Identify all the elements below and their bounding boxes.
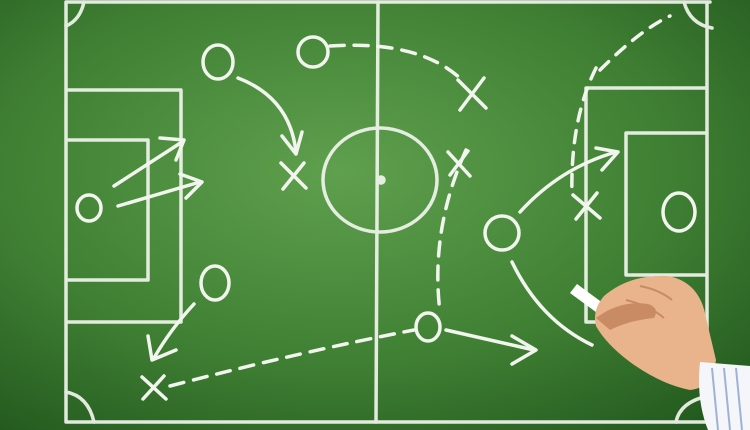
corner-arc-top-left <box>64 0 86 28</box>
left-penalty-area <box>66 88 183 324</box>
player-circle-goalkeeper-right <box>661 191 697 233</box>
run-arrow-right-down <box>510 260 594 347</box>
cross-marker-bottom-left <box>140 374 168 401</box>
cross-marker-right-box <box>571 191 602 221</box>
halfway-line <box>374 0 380 424</box>
run-arrow-top-left <box>236 76 298 154</box>
run-arrow-left-down <box>152 302 196 360</box>
center-circle <box>321 126 439 234</box>
player-circles <box>75 35 697 343</box>
player-circle-bottom-center <box>414 311 442 343</box>
player-circle-top-left <box>201 43 235 81</box>
right-goal-area <box>624 131 707 277</box>
run-arrow-bottom-right <box>444 328 536 352</box>
corner-arc-bottom-left <box>64 390 96 424</box>
run-arrow-right-up-head <box>594 146 620 172</box>
player-circle-right-midfield <box>483 214 521 252</box>
cross-marker-top-right <box>456 76 488 112</box>
hand-with-chalk <box>570 275 750 430</box>
pass-arrow-long-curve <box>436 148 468 314</box>
run-arrow-left-down-head <box>146 334 178 362</box>
corner-arc-top-right <box>682 0 714 30</box>
cross-marker-center-left <box>279 161 308 191</box>
hand-palm <box>595 275 716 390</box>
tactic-arrows <box>112 14 672 388</box>
run-arrow-left-lower <box>116 180 202 208</box>
run-arrow-left-upper-head <box>158 136 186 162</box>
left-goal-area <box>66 138 150 282</box>
player-circle-left-midfield <box>199 264 231 302</box>
shirt-stripes <box>711 367 743 430</box>
hand-finger-index <box>596 303 656 330</box>
pass-arrow-right-top <box>598 14 672 72</box>
opponent-crosses <box>140 76 602 401</box>
pass-arrow-top-curve <box>328 43 464 82</box>
player-circle-goalkeeper-left <box>75 193 103 223</box>
run-arrow-left-lower-head <box>178 172 204 200</box>
player-circle-top-center <box>296 35 330 69</box>
run-arrow-top-left-head <box>280 130 304 156</box>
run-arrow-right-up <box>518 150 618 214</box>
pass-arrow-right-side <box>570 66 598 198</box>
run-arrow-left-upper <box>112 140 184 188</box>
pass-arrow-bottom <box>168 328 416 388</box>
center-spot <box>376 175 386 185</box>
hand-knuckle-lines <box>625 285 673 319</box>
run-arrow-bottom-right-head <box>510 334 538 366</box>
